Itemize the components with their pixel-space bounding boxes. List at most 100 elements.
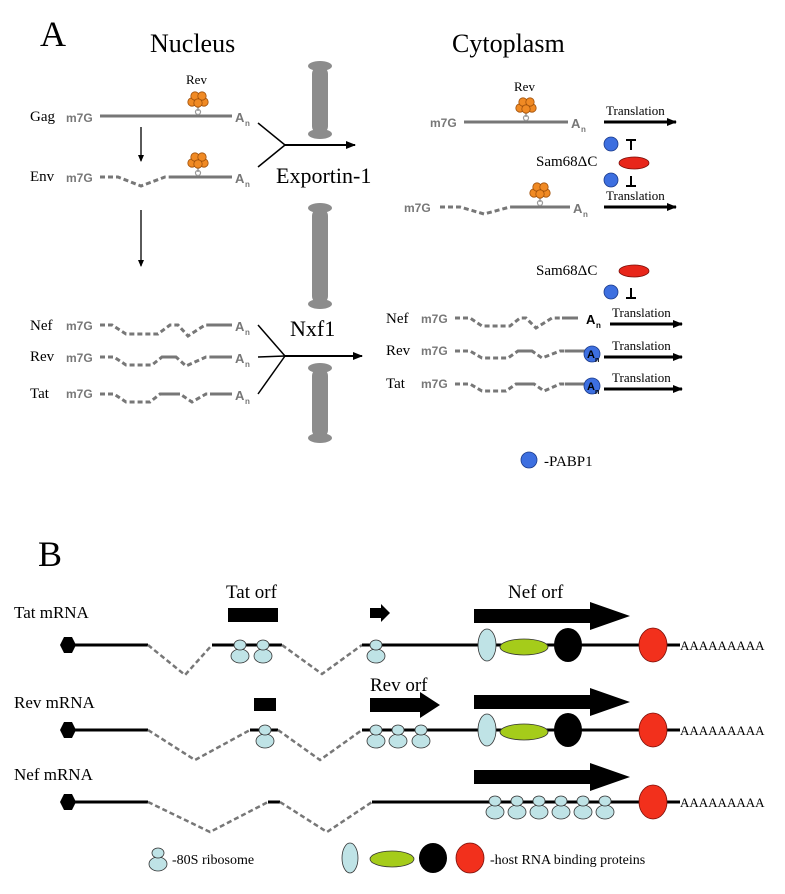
ribosome-icon	[485, 795, 505, 820]
rbp-icon	[638, 712, 668, 748]
rev-orf-label: Rev orf	[370, 675, 428, 696]
ribosome-icon	[148, 847, 168, 872]
sam68-icon	[618, 156, 650, 170]
nxf1-label: Nxf1	[290, 316, 335, 341]
ribosome-icon	[230, 639, 250, 664]
pabp1-icon	[520, 451, 538, 469]
ribosome-icon	[595, 795, 615, 820]
panel-b-label: B	[38, 534, 62, 574]
nef-orf-arrow	[474, 763, 630, 791]
polya-sub: n	[581, 125, 586, 134]
inhibit-icon	[626, 176, 636, 187]
polya-tail: AAAAAAAAA	[680, 723, 765, 738]
rev-protein-icon	[515, 97, 537, 122]
panel-a-label: A	[40, 14, 66, 54]
pabp1-icon	[603, 136, 619, 152]
translation-label: Translation	[612, 305, 671, 320]
exportin-1-label: Exportin-1	[276, 163, 371, 188]
polya-sub: n	[245, 119, 250, 128]
polya-label: A	[571, 116, 581, 131]
translation-label: Translation	[612, 338, 671, 353]
nuc-tat-label: Tat	[30, 386, 50, 402]
ribosome-icon	[366, 639, 386, 664]
cap-label: m7G	[421, 377, 448, 391]
translation-label: Translation	[606, 188, 665, 203]
pabp1-icon	[583, 377, 601, 395]
rbp-icon	[554, 713, 582, 747]
cap-label: m7G	[66, 111, 93, 125]
rbp-icon	[638, 784, 668, 820]
ribosome-icon	[388, 724, 408, 749]
rbp-icon	[341, 842, 359, 874]
exporter-icon	[308, 61, 332, 443]
rev-orf-arrow	[370, 692, 440, 718]
cap-label: m7G	[430, 116, 457, 130]
sam68-label: Sam68ΔC	[536, 154, 597, 170]
cyt-tat-label: Tat	[386, 376, 406, 392]
cytoplasm-title: Cytoplasm	[452, 29, 565, 58]
polya-label: A	[235, 171, 245, 186]
rbp-icon	[638, 627, 668, 663]
polya-sub: n	[596, 321, 601, 330]
rbp-icon	[554, 628, 582, 662]
nuc-nef-label: Nef	[30, 318, 53, 334]
polya-sub: n	[583, 210, 588, 219]
ribosome-icon	[366, 724, 386, 749]
rbp-icon	[369, 850, 415, 868]
polya-label: A	[235, 388, 245, 403]
polya-sub: n	[595, 357, 599, 364]
rev-protein-icon	[187, 91, 209, 116]
nuc-env-label: Env	[30, 169, 55, 185]
pabp1-legend: -PABP1	[544, 454, 593, 470]
translation-label: Translation	[612, 370, 671, 385]
inhibit-icon	[626, 288, 636, 299]
cap-label: m7G	[66, 319, 93, 333]
rbp-legend: -host RNA binding proteins	[490, 853, 645, 868]
cyt-rev-label: Rev	[386, 343, 411, 359]
rbp-icon	[499, 638, 549, 656]
ribosome-icon	[573, 795, 593, 820]
ribosome-icon	[551, 795, 571, 820]
polya-label: A	[587, 381, 595, 393]
polya-sub: n	[245, 180, 250, 189]
polya-tail: AAAAAAAAA	[680, 638, 765, 653]
inhibit-icon	[626, 139, 636, 150]
nuc-rev-label: Rev	[30, 349, 55, 365]
polya-tail: AAAAAAAAA	[680, 795, 765, 810]
mrna-label-tat: Tat mRNA	[14, 603, 90, 622]
cap-label: m7G	[66, 351, 93, 365]
nef-orf-label: Nef orf	[508, 582, 564, 603]
nuc-gag-label: Gag	[30, 109, 55, 125]
cap-label: m7G	[66, 387, 93, 401]
sam68-icon	[618, 264, 650, 278]
polya-label: A	[586, 312, 596, 327]
ribosome-icon	[255, 724, 275, 749]
polya-label: A	[573, 201, 583, 216]
polya-sub: n	[245, 360, 250, 369]
cap-label: m7G	[404, 201, 431, 215]
rbp-icon	[477, 628, 497, 662]
ribosome-legend: -80S ribosome	[172, 853, 254, 868]
ribosome-icon	[529, 795, 549, 820]
pabp1-icon	[583, 345, 601, 363]
cyt-nef-label: Nef	[386, 311, 409, 327]
pabp1-icon	[603, 172, 619, 188]
rbp-icon	[419, 843, 447, 873]
nucleus-title: Nucleus	[150, 29, 235, 58]
polya-label: A	[235, 319, 245, 334]
ribosome-icon	[253, 639, 273, 664]
polya-sub: n	[245, 328, 250, 337]
rbp-icon	[499, 723, 549, 741]
translation-label: Translation	[606, 103, 665, 118]
sam68-label: Sam68ΔC	[536, 263, 597, 279]
rev-protein-label: Rev	[514, 79, 535, 94]
polya-label: A	[587, 349, 595, 361]
small-orf-arrow	[370, 604, 390, 622]
cap-label: m7G	[66, 171, 93, 185]
ribosome-icon	[507, 795, 527, 820]
mrna-label-nef: Nef mRNA	[14, 765, 94, 784]
polya-label: A	[235, 110, 245, 125]
nef-orf-arrow	[474, 688, 630, 716]
rev-protein-icon	[529, 182, 551, 207]
mrna-label-rev: Rev mRNA	[14, 693, 95, 712]
